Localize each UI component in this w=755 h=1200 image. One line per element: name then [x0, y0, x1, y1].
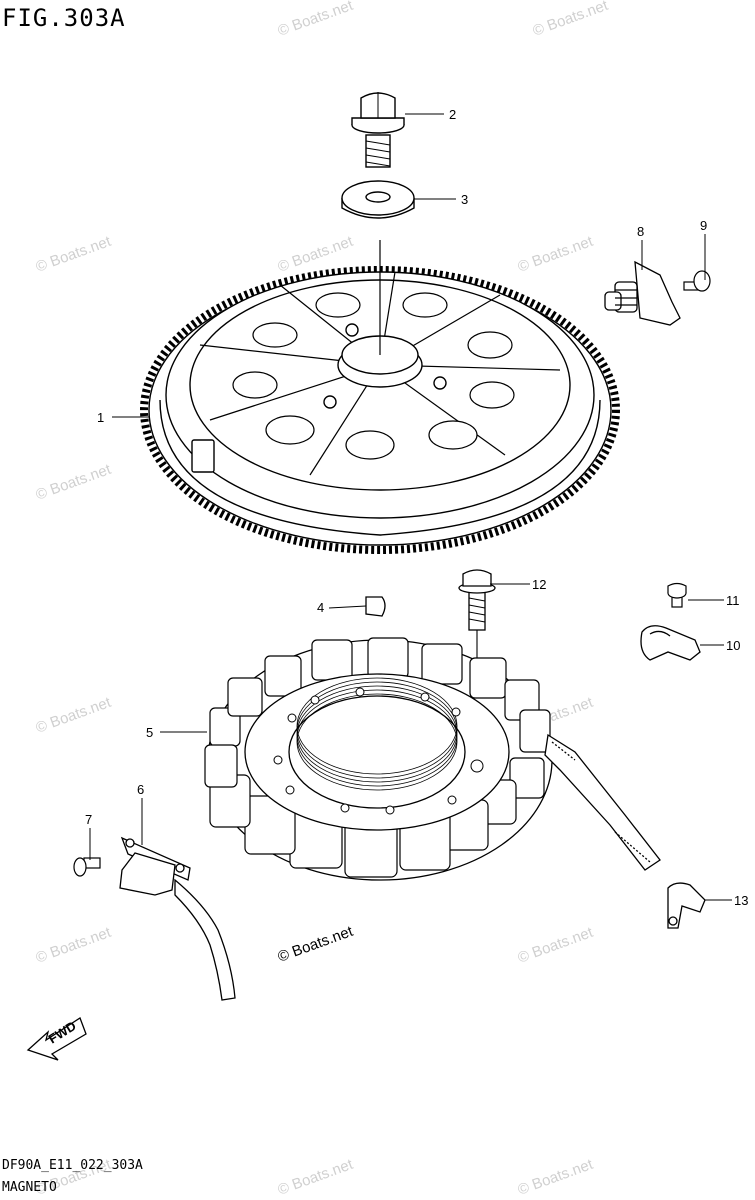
watermark: © Boats.net — [276, 1156, 356, 1199]
watermark: © Boats.net — [34, 924, 114, 967]
callout-10: 10 — [726, 638, 740, 653]
watermark-main: © Boats.net — [276, 923, 356, 966]
watermark: © Boats.net — [516, 233, 596, 276]
stator-bolt — [458, 569, 496, 631]
figure-title: FIG.303A — [2, 4, 126, 32]
callout-1: 1 — [97, 410, 104, 425]
callout-3: 3 — [461, 192, 468, 207]
watermark: © Boats.net — [276, 0, 356, 40]
woodruff-key — [365, 596, 386, 617]
callout-8: 8 — [637, 224, 644, 239]
cable-clamp — [640, 625, 701, 661]
watermark: © Boats.net — [34, 233, 114, 276]
harness-clamp — [667, 882, 706, 929]
leader-lines — [89, 113, 732, 901]
stator — [204, 637, 553, 881]
flywheel — [140, 266, 620, 554]
pulser-screw — [73, 857, 101, 877]
callout-7: 7 — [85, 812, 92, 827]
callout-9: 9 — [700, 218, 707, 233]
callout-11: 11 — [726, 593, 740, 608]
crank-position-sensor — [604, 260, 681, 326]
callout-6: 6 — [137, 782, 144, 797]
stator-harness — [544, 733, 661, 871]
watermark: © Boats.net — [516, 1156, 596, 1199]
pulser-coil — [119, 836, 236, 1001]
forward-direction-marker: FWD — [26, 1017, 87, 1061]
callout-2: 2 — [449, 107, 456, 122]
watermark: © Boats.net — [516, 924, 596, 967]
watermark: © Boats.net — [34, 461, 114, 504]
callout-13: 13 — [734, 893, 748, 908]
watermark: © Boats.net — [34, 694, 114, 737]
flywheel-bolt — [351, 92, 405, 168]
sensor-screw — [683, 270, 711, 292]
clamp-screw — [667, 582, 687, 608]
callout-5: 5 — [146, 725, 153, 740]
flywheel-washer — [341, 180, 415, 219]
callout-12: 12 — [532, 577, 546, 592]
diagram-code: DF90A_E11_022_303A — [2, 1158, 143, 1173]
diagram-name: MAGNETO — [2, 1180, 57, 1195]
callout-4: 4 — [317, 600, 324, 615]
callout-labels: 2 3 1 8 9 4 12 11 10 5 6 7 13 — [85, 107, 748, 908]
watermark: © Boats.net — [531, 0, 611, 40]
